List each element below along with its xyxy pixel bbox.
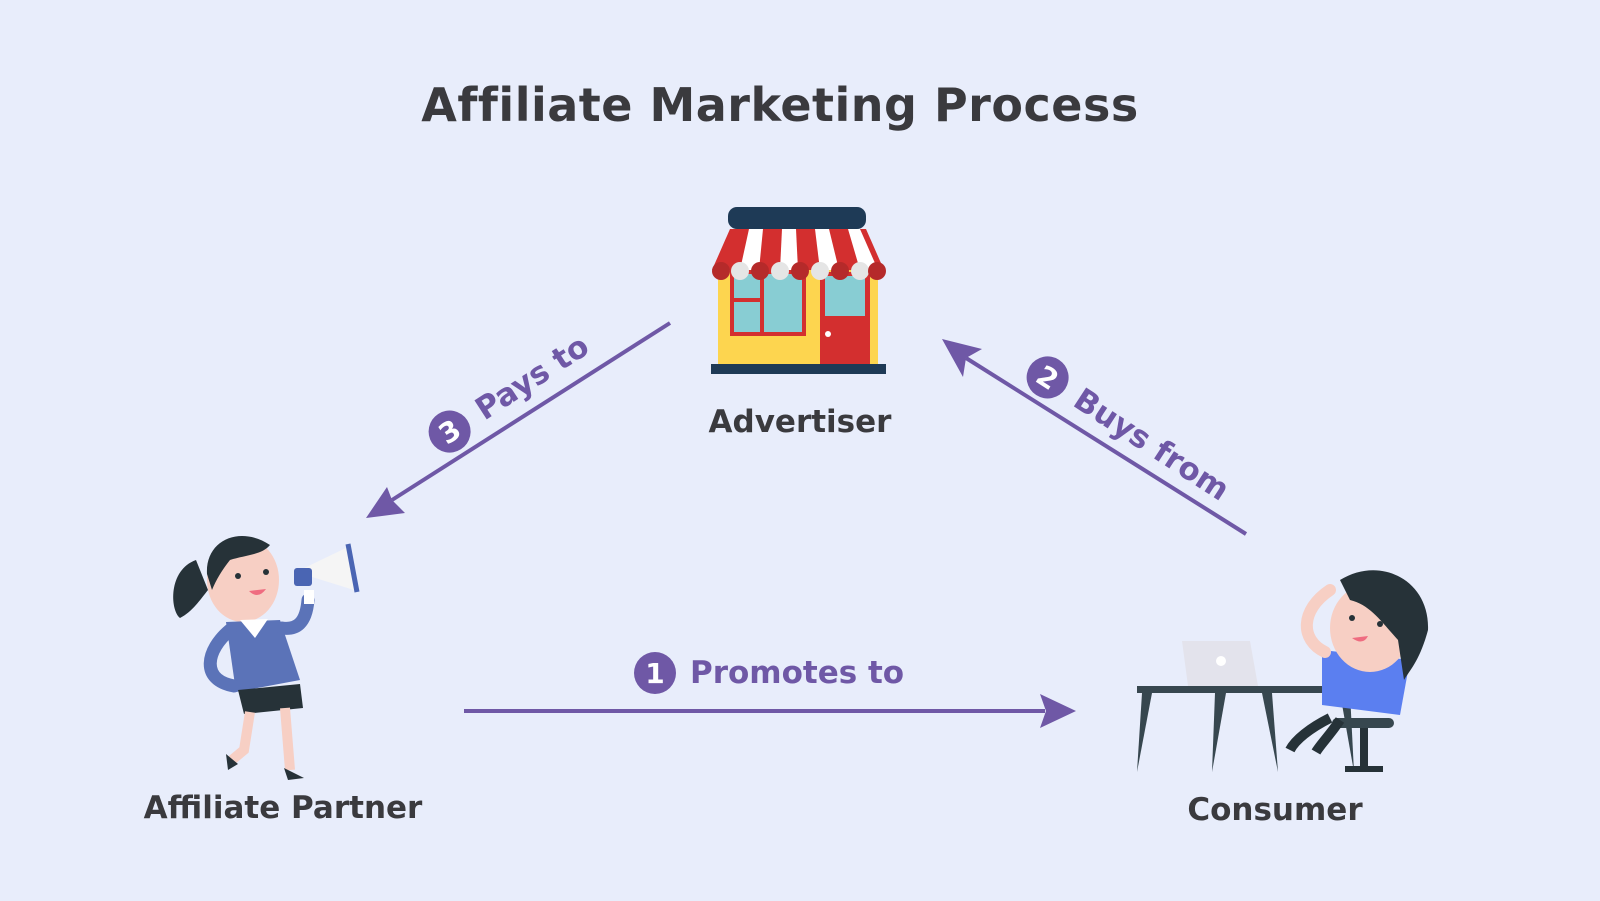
diagram-title: Affiliate Marketing Process [421, 78, 1139, 132]
arrow-pays-to [366, 321, 672, 518]
edge-text: Promotes to [690, 655, 905, 691]
node-label-advertiser: Advertiser [708, 404, 892, 440]
storefront-icon [711, 207, 886, 374]
man-at-desk-icon [1137, 570, 1429, 772]
arrow-buys-from [942, 339, 1248, 536]
woman-megaphone-icon [173, 536, 360, 780]
arrow-promotes-to [464, 694, 1076, 728]
node-label-affiliate-partner: Affiliate Partner [143, 790, 423, 826]
node-label-consumer: Consumer [1187, 792, 1363, 828]
edge-label-promotes-to: 1 Promotes to [634, 652, 904, 694]
step-badge-1: 1 [634, 652, 676, 694]
